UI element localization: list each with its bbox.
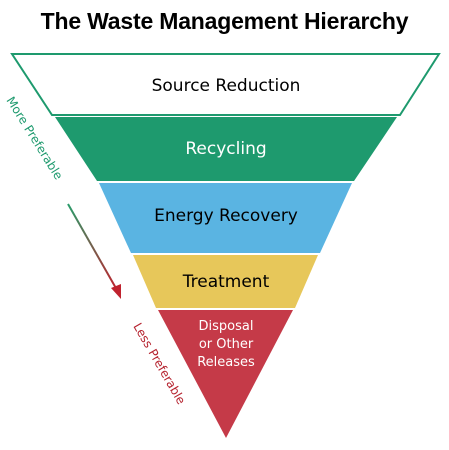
tier-energy-recovery: [99, 183, 352, 253]
tier-label-disposal-line-2: or Other: [199, 337, 254, 352]
tier-label-recycling: Recycling: [185, 139, 266, 159]
tier-source-reduction: [10, 53, 441, 116]
tier-label-disposal-line-1: Disposal: [199, 319, 254, 334]
preference-arrow-line: [67, 203, 118, 291]
tier-treatment: [133, 255, 318, 308]
tier-label-energy-recovery: Energy Recovery: [154, 206, 298, 226]
tier-label-disposal-line-3: Releases: [197, 355, 255, 370]
tier-label-source-reduction: Source Reduction: [152, 76, 301, 96]
preference-arrow-head: [111, 284, 121, 299]
tier-label-treatment: Treatment: [182, 272, 270, 292]
tier-recycling: [55, 117, 397, 181]
tier-disposal: [158, 310, 293, 438]
page-title: The Waste Management Hierarchy: [40, 8, 409, 34]
